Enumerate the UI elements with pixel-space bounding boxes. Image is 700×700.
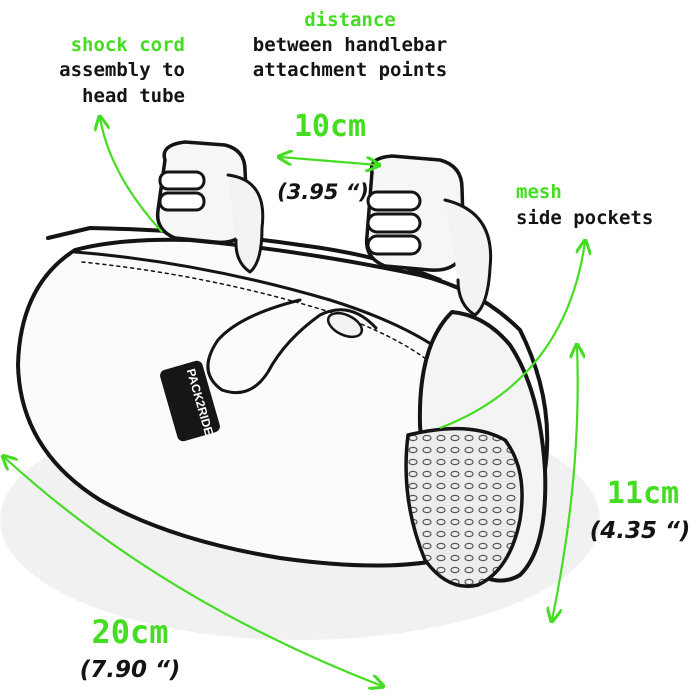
distance-title: distance: [304, 9, 396, 31]
mesh-pocket: [404, 426, 524, 588]
length-metric: 20cm: [91, 613, 168, 651]
height-metric: 11cm: [607, 476, 679, 511]
bag-seam: [81, 261, 431, 363]
bag-zipper: [73, 250, 442, 352]
shock-cord-title: shock cord: [71, 34, 185, 56]
mesh-line1: side pockets: [516, 207, 653, 229]
annotation-arrows: [4, 118, 585, 686]
left-handlebar-strap: [155, 140, 265, 274]
labels: shock cord assembly to head tube distanc…: [59, 9, 690, 683]
shock-cord-line2: head tube: [82, 85, 185, 107]
arrow-curved-icon: [439, 242, 585, 430]
distance-line1: between handlebar: [253, 34, 447, 56]
distance-line2: attachment points: [253, 59, 447, 81]
right-handlebar-strap: [364, 154, 493, 317]
shock-cord-line1: assembly to: [59, 59, 185, 81]
width-imperial: (3.95 “): [277, 180, 369, 204]
mesh-title: mesh: [516, 181, 562, 203]
width-metric: 10cm: [294, 109, 366, 144]
arrow-double-icon: [4, 457, 382, 686]
height-imperial: (4.35 “): [590, 518, 691, 544]
arrow-curved-icon: [100, 118, 163, 233]
arrow-double-icon: [280, 157, 378, 165]
bag-illustration: [16, 140, 550, 588]
arrow-double-icon: [552, 346, 578, 620]
cord-clip: [326, 311, 364, 339]
shock-cord: [206, 298, 378, 395]
length-imperial: (7.90 “): [80, 657, 181, 683]
